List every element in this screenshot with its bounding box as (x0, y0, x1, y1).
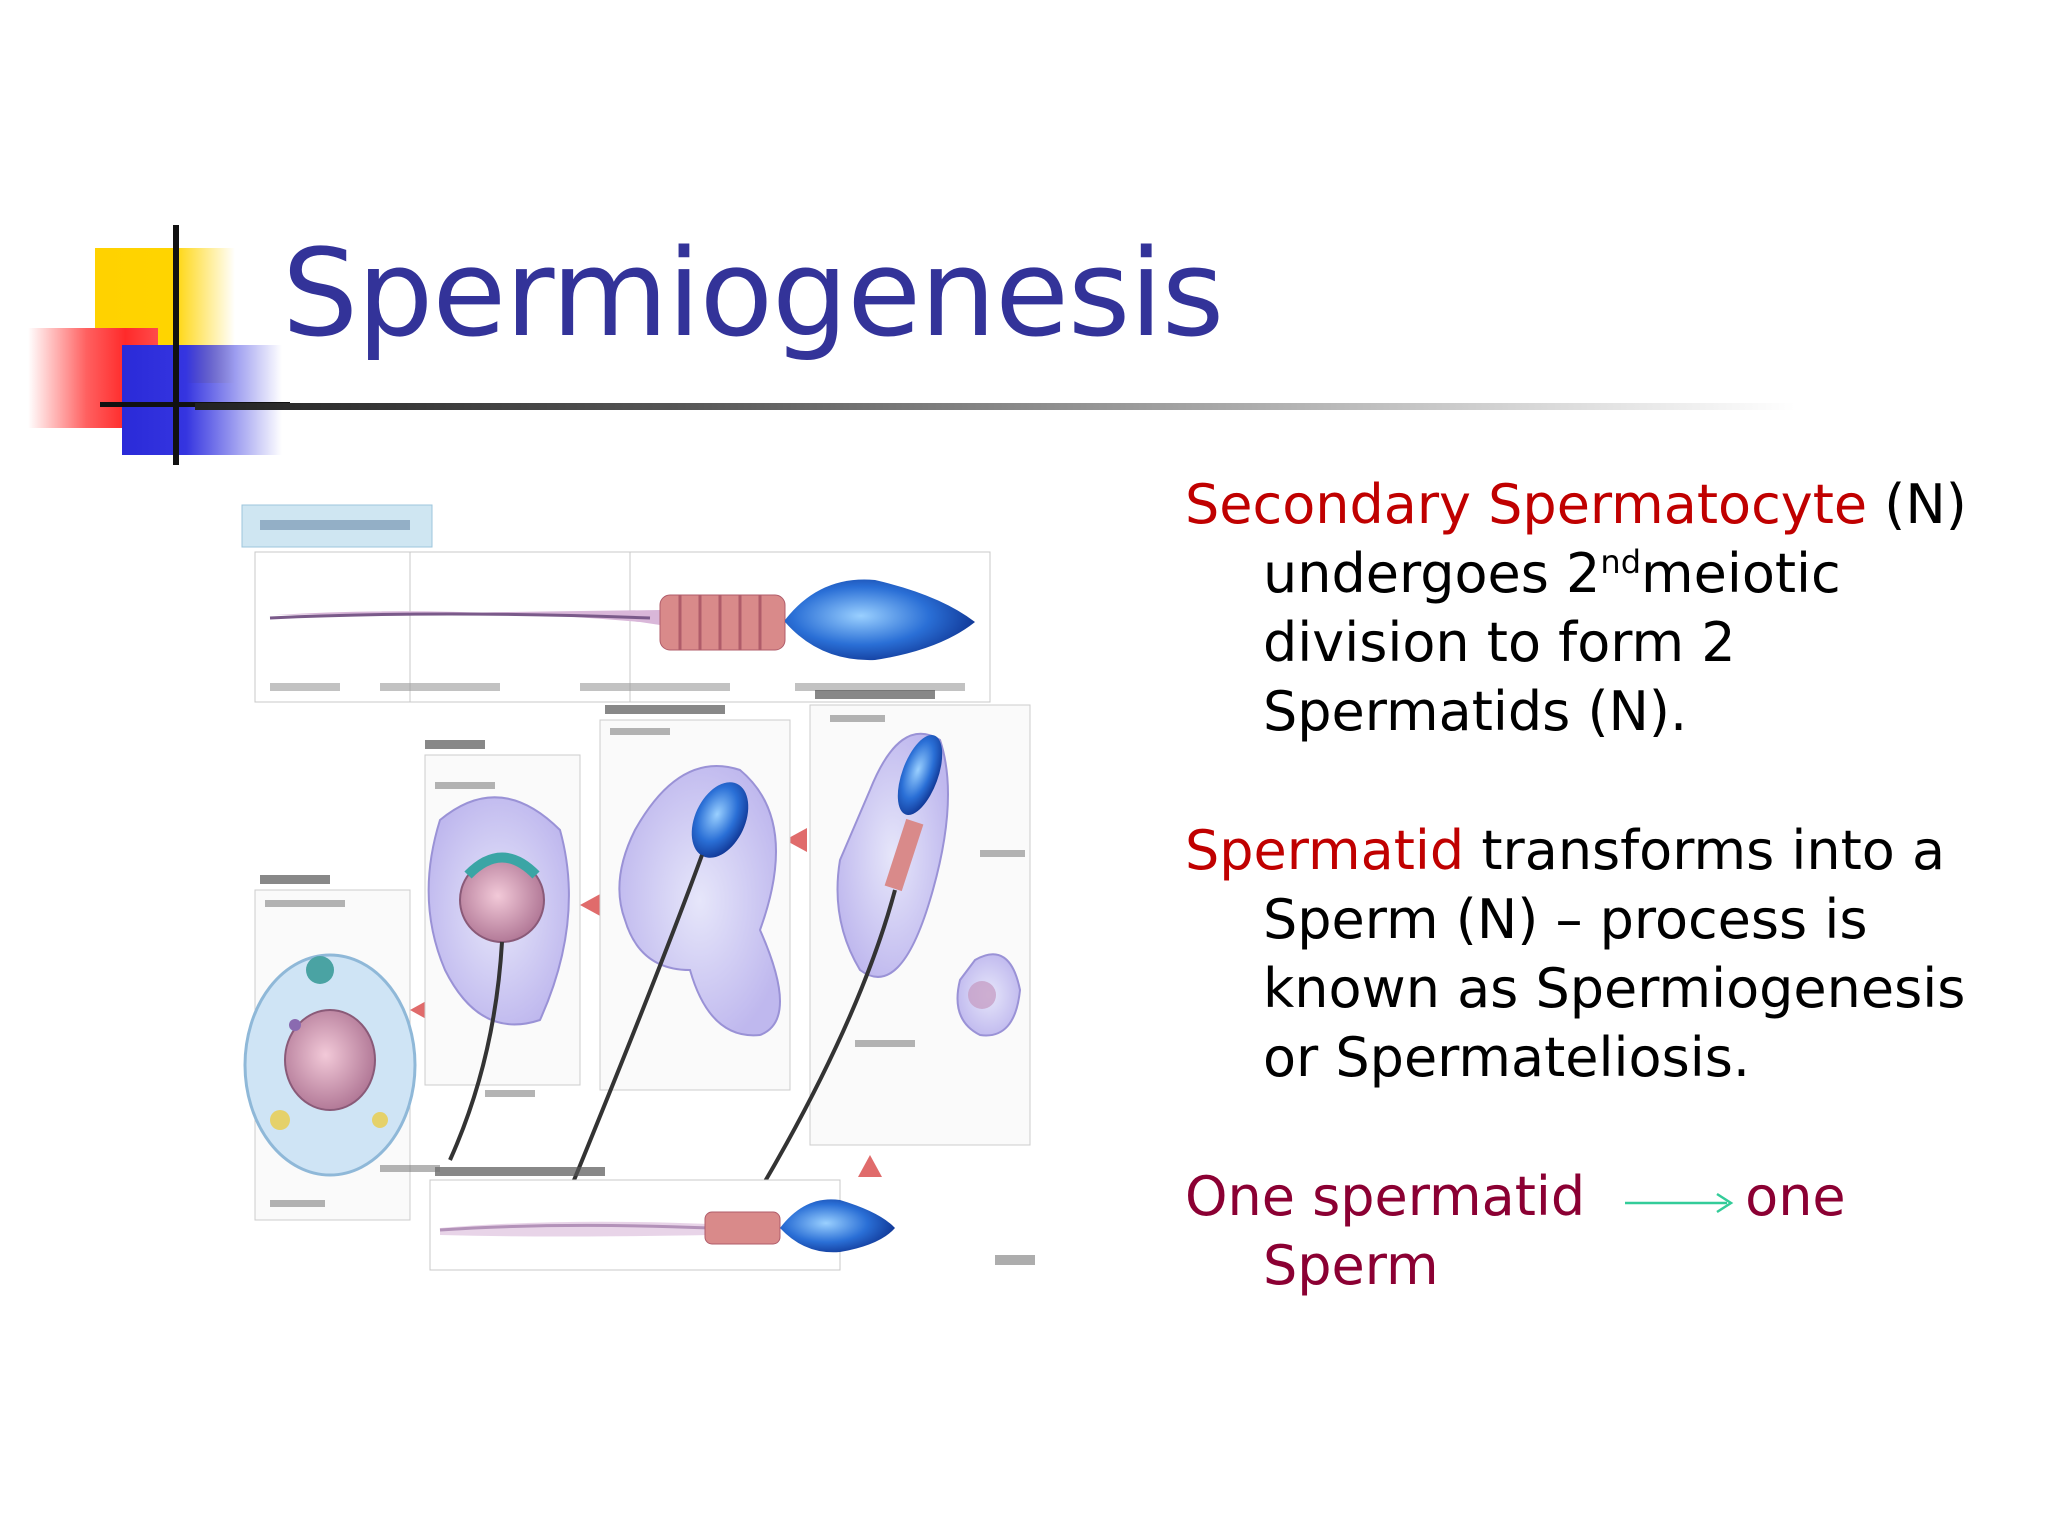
bullet-text: Secondary Spermatocyte (N) undergoes 2nd… (1185, 470, 2015, 1300)
ornament-blue-square (122, 345, 282, 455)
spermiogenesis-diagram (240, 500, 1050, 1280)
bullet-spermatid: Spermatid transforms into a Sperm (N) – … (1185, 816, 2015, 1092)
title-underline (195, 403, 1795, 410)
highlight-spermatid: Spermatid (1185, 819, 1465, 882)
bullet-secondary-spermatocyte: Secondary Spermatocyte (N) undergoes 2nd… (1185, 470, 2015, 746)
ornament-vertical-line (173, 225, 179, 465)
bullet1-text-a: (N) undergoes 2 (1263, 473, 1967, 605)
bullet2-text: transforms into a Sperm (N) – process is… (1263, 819, 1966, 1089)
diagram-image (241, 504, 1035, 1271)
title-ornament (0, 0, 300, 470)
bullet1-superscript: nd (1600, 543, 1641, 581)
one-sperm-label: one Sperm (1263, 1165, 1846, 1297)
one-spermatid-label: One spermatid (1185, 1165, 1586, 1228)
right-arrow-icon (1625, 1193, 1734, 1214)
bullet1-text-b: meiotic division to form 2 Spermatids (N… (1263, 542, 1841, 743)
highlight-secondary-spermatocyte: Secondary Spermatocyte (1185, 473, 1868, 536)
slide-title: Spermiogenesis (282, 225, 1224, 364)
